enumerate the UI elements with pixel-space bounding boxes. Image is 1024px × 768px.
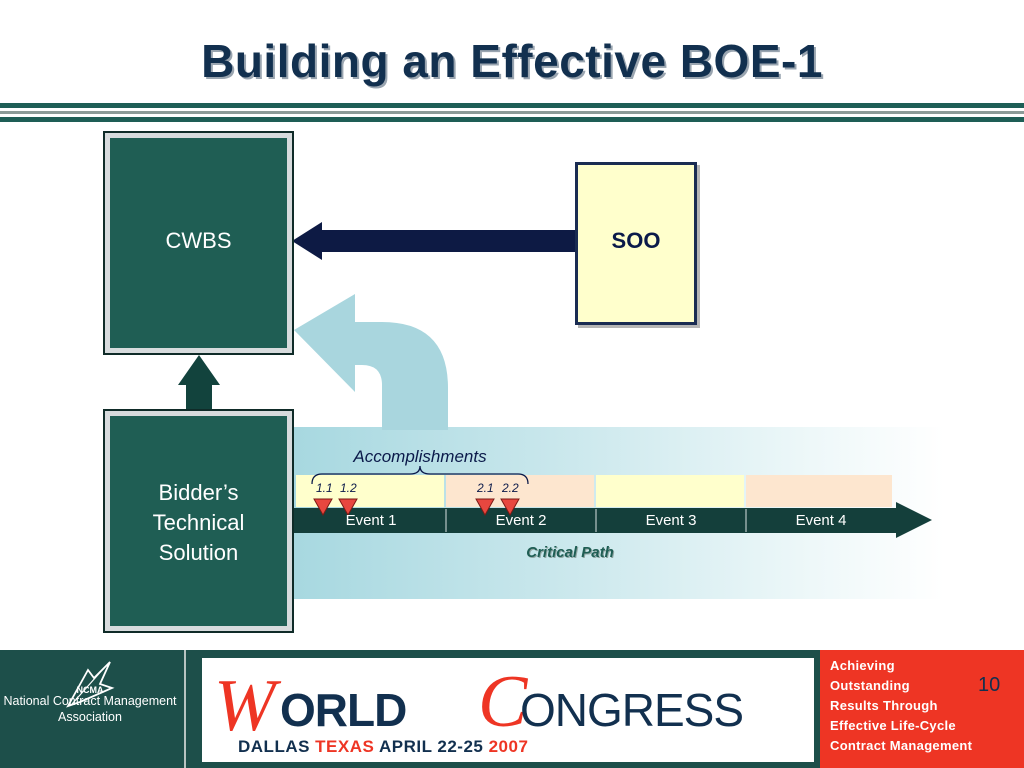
timeline-segment-2 (446, 475, 594, 507)
soo-to-cwbs-arrow (292, 222, 575, 260)
title-rule-middle (0, 111, 1024, 114)
accomplishments-label: Accomplishments (353, 447, 487, 466)
footer-divider (184, 650, 186, 768)
critical-path-bar (292, 502, 932, 538)
milestone-label-2-1: 2.1 (477, 481, 494, 495)
wc-orld: ORLD (280, 684, 407, 736)
event-3-label: Event 3 (645, 512, 697, 529)
tagline-line-2: Outstanding (830, 678, 910, 693)
tagline-line-1: Achieving (830, 658, 895, 673)
wc-year: 2007 (488, 737, 529, 756)
tagline-line-3: Results Through (830, 698, 938, 713)
tagline-panel (820, 650, 1024, 768)
wc-texas: TEXAS (315, 737, 379, 756)
soo-label: SOO (611, 228, 661, 253)
slide-title: Building an Effective BOE-1 (201, 35, 823, 87)
world-congress-logo-panel (202, 658, 814, 762)
ncma-name: National Contract Management Association (3, 694, 177, 724)
accomplishments-brace (311, 465, 529, 485)
soo-box: SOO (575, 162, 697, 325)
timeline-segment-4 (746, 475, 892, 507)
title-rule-bottom (0, 117, 1024, 122)
critical-path-label: Critical Path (526, 544, 614, 561)
feedback-arrow (294, 294, 448, 430)
milestone-triangle-1-1 (313, 498, 333, 517)
tagline: Achieving Outstanding Results Through Ef… (830, 656, 972, 756)
timeline-segment-3 (596, 475, 744, 507)
milestone-label-2-2: 2.2 (502, 481, 519, 495)
ncma-quill-logo-icon: NCMA (66, 661, 115, 708)
event-4-label: Event 4 (795, 512, 847, 529)
wc-april: APRIL 22-25 (378, 737, 489, 756)
milestone-label-1-2: 1.2 (340, 481, 357, 495)
wc-script-c: C (478, 661, 527, 743)
diagram-arrows (178, 222, 932, 538)
wc-script-w: W (214, 665, 276, 747)
wc-ongress: ONGRESS (520, 684, 744, 736)
ncma-logo-block: NCMA (0, 650, 185, 768)
title-rule-top (0, 103, 1024, 108)
event-2-label: Event 2 (495, 512, 547, 529)
page-number: 10 (978, 674, 1001, 696)
ncma-logo-text: NCMA (77, 685, 104, 695)
wc-dallas: DALLAS (238, 737, 316, 756)
bidders-technical-solution-box: Bidder’s Technical Solution (103, 409, 294, 633)
milestone-triangle-2-1 (475, 498, 495, 517)
milestone-triangle-2-2 (500, 498, 520, 517)
cwbs-label: CWBS (165, 228, 232, 253)
tagline-line-4: Effective Life-Cycle (830, 718, 956, 733)
up-arrow (178, 355, 220, 412)
milestone-triangle-1-2 (338, 498, 358, 517)
event-1-label: Event 1 (345, 512, 397, 529)
bidders-technical-solution-label: Bidder’s Technical Solution (152, 480, 245, 565)
tagline-line-5: Contract Management (830, 738, 973, 753)
world-congress-subtitle: DALLAS TEXAS APRIL 22-25 2007 (238, 737, 528, 757)
milestone-label-1-1: 1.1 (316, 481, 333, 495)
cwbs-box: CWBS (103, 131, 294, 355)
